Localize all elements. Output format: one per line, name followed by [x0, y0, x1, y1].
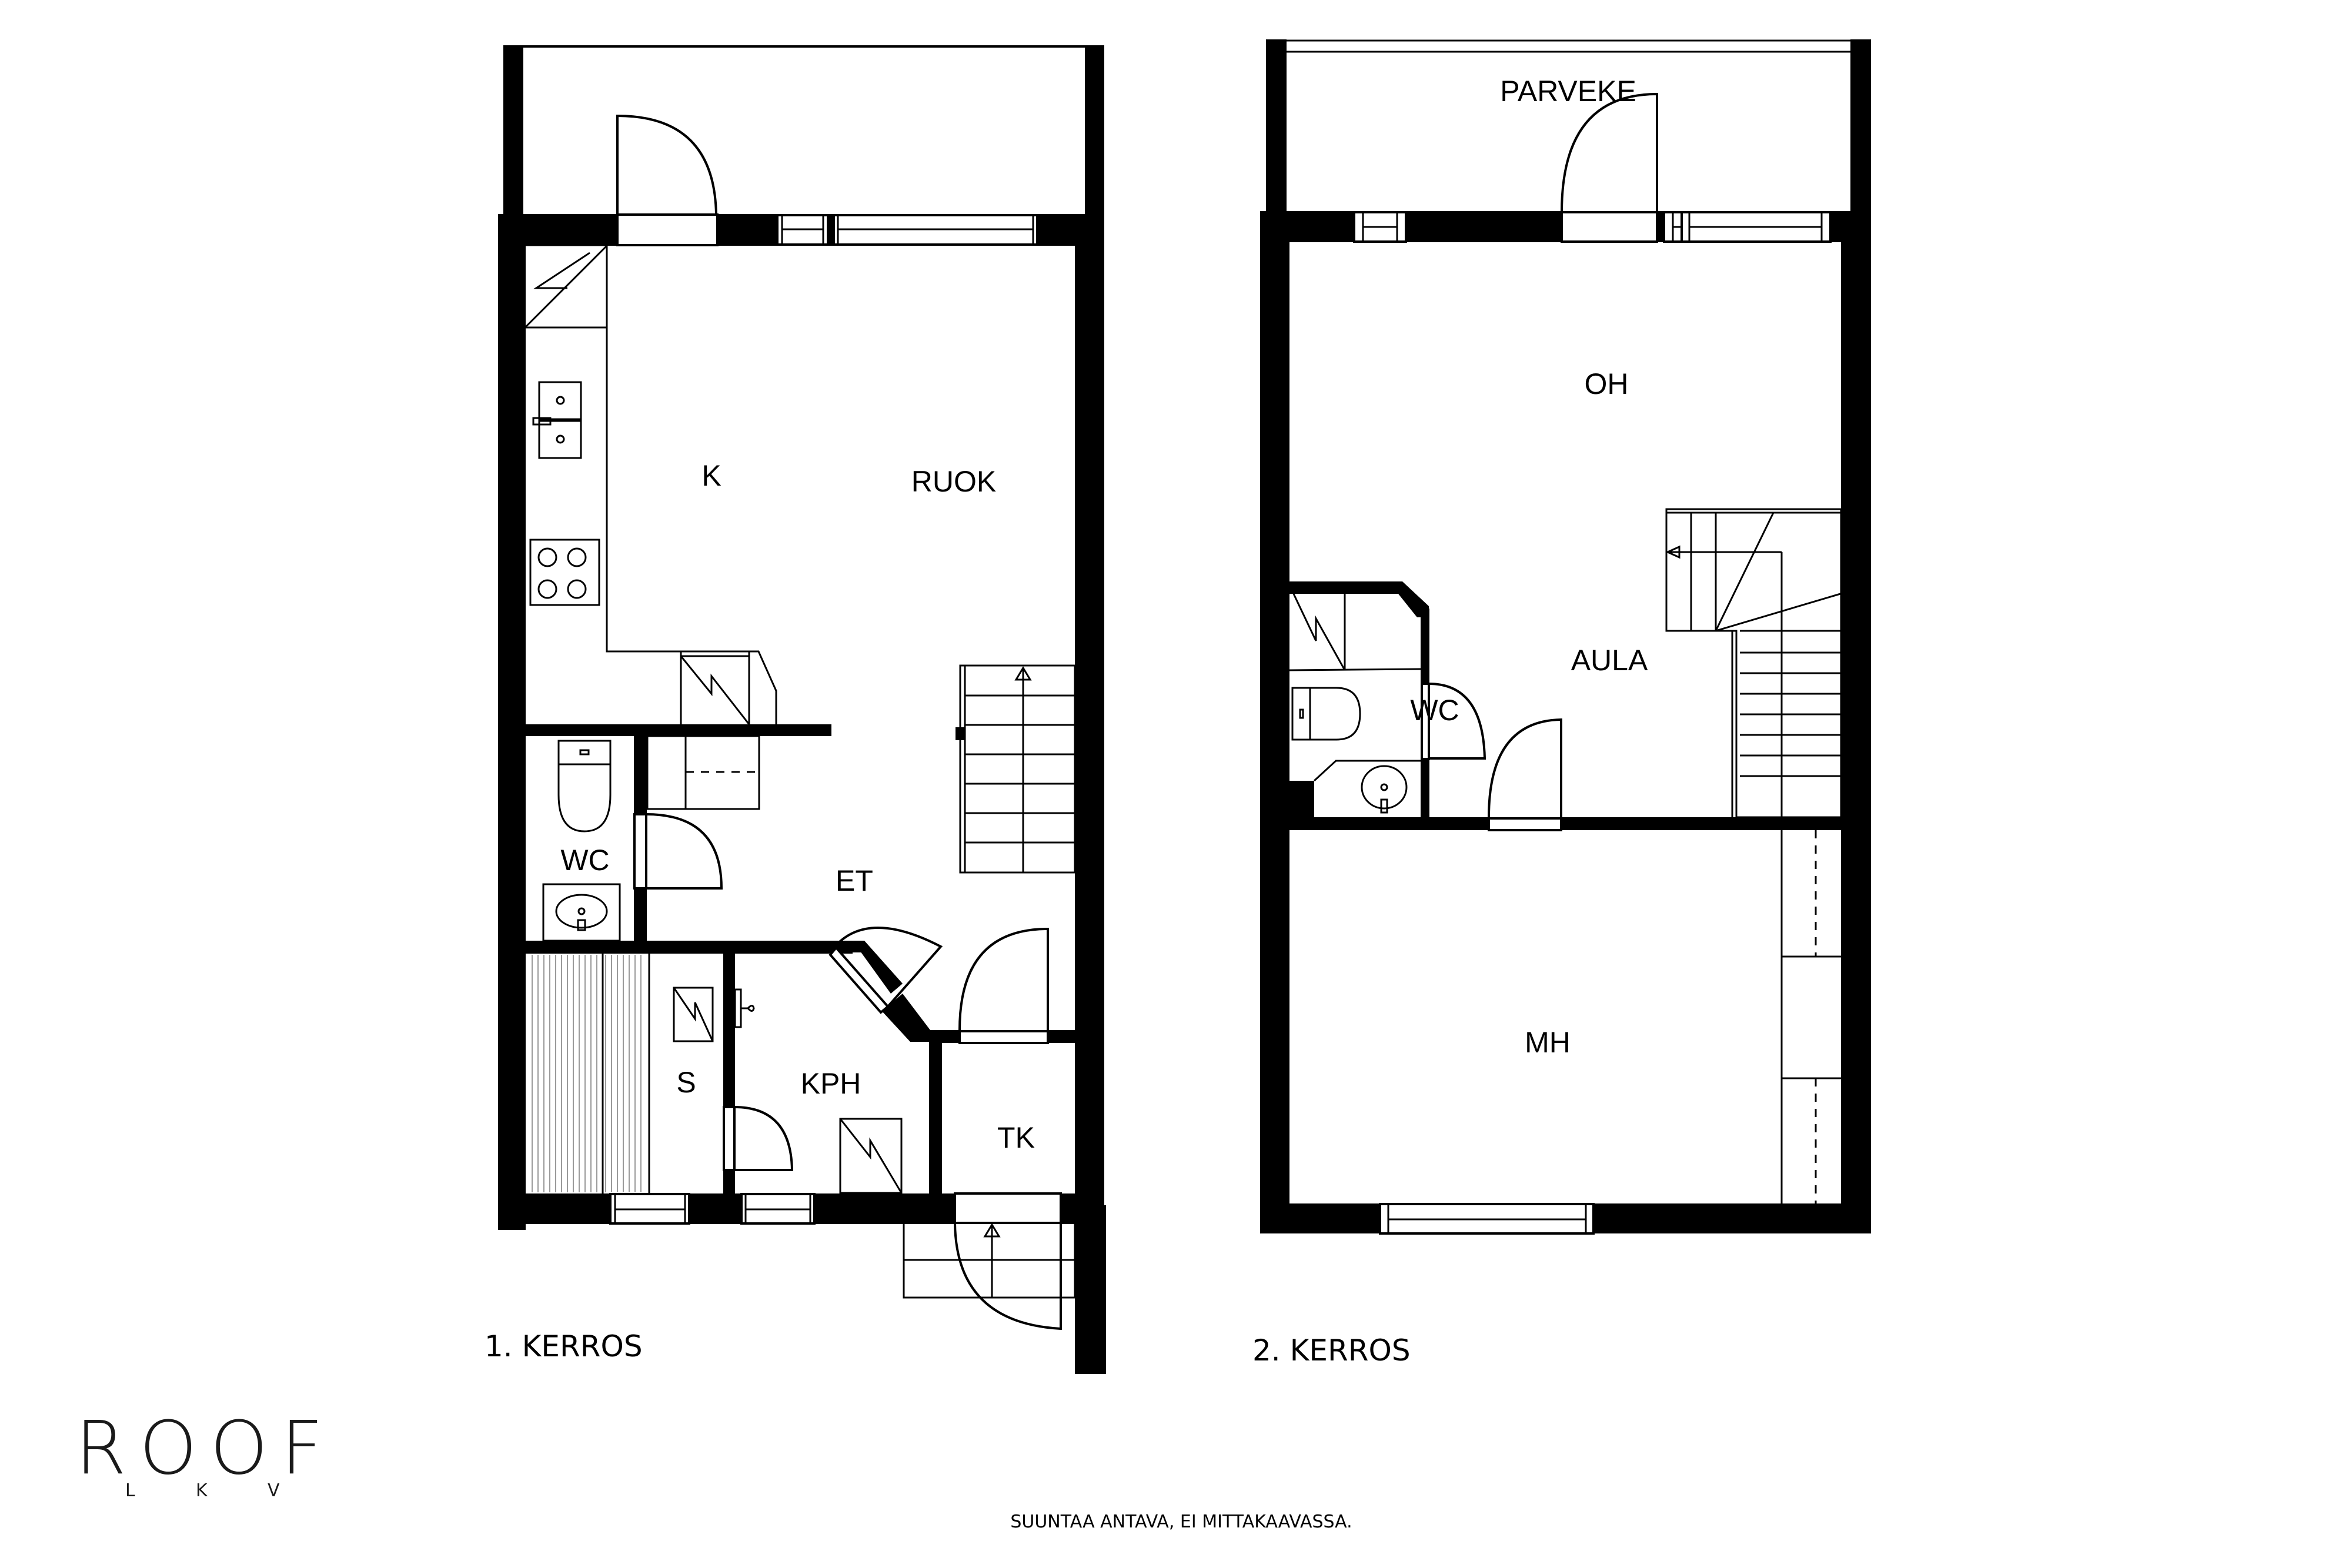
floor-2-window-top-1 [1353, 211, 1407, 243]
room-label-bathroom: KPH [801, 1067, 861, 1100]
floor-2-wc-cabinet-icon [1289, 593, 1421, 671]
sauna-benches [526, 954, 650, 1193]
sauna-stove-icon [673, 987, 714, 1042]
room-label-wc-1: WC [560, 844, 609, 877]
logo-wordmark: ROOF [75, 1406, 336, 1491]
floor-2-wc-door[interactable] [1421, 683, 1486, 760]
roof-lkv-logo: ROOF L K V [75, 1406, 336, 1501]
floor-2-window-top-3 [1681, 211, 1832, 243]
step-up-arrow-icon [983, 1223, 1001, 1238]
floor-2-wc-sink-icon [1313, 760, 1421, 814]
entrance-wardrobe [646, 735, 760, 810]
fridge-icon [680, 650, 777, 728]
entrance-steps [903, 1222, 1076, 1299]
floor-1-window-kph [740, 1193, 816, 1225]
floor-2-plan: PARVEKE OH AULA WC MH 2. KERROS [1252, 39, 1871, 1368]
floor-1-outer-walls [498, 214, 1106, 1374]
room-label-wc-2: WC [1410, 694, 1459, 727]
room-label-balcony: PARVEKE [1500, 75, 1636, 108]
floor-1-kph-door[interactable] [723, 1106, 794, 1171]
floor-1-wc-sink-icon [542, 883, 621, 942]
room-label-living: OH [1585, 367, 1629, 400]
room-label-utility: TK [997, 1121, 1035, 1154]
floor-1-plan: K RUOK WC ET S KPH TK 1. KERROS [485, 45, 1106, 1374]
floor-2-outer-walls [1260, 211, 1871, 1233]
floor-2-bedroom-door[interactable] [1488, 718, 1562, 831]
floor-1-window-sauna [609, 1193, 690, 1225]
floor-1-terrace [503, 45, 1104, 216]
logo-sub-v: V [268, 1480, 280, 1501]
floor-2-internal-walls [1260, 581, 1871, 830]
floor-1-wc-door[interactable] [633, 813, 723, 890]
floor-1-terrace-door[interactable] [616, 114, 719, 246]
floor-1-label: 1. KERROS [485, 1329, 643, 1363]
floor-1-kph-diagonal-door[interactable] [828, 927, 943, 1014]
bedroom-wardrobe [1780, 830, 1841, 1203]
floor-1-toilet-icon [557, 740, 612, 833]
logo-sub-k: K [196, 1480, 208, 1501]
floor-1-window-top-1 [776, 214, 829, 246]
stair-down-arrow-icon [1665, 545, 1681, 559]
floor-2-window-bedroom [1379, 1203, 1595, 1235]
front-door[interactable] [954, 1192, 1062, 1330]
stove-icon [529, 539, 600, 606]
logo-sub-l: L [125, 1480, 135, 1501]
floor-1-window-top-2 [833, 214, 1038, 246]
room-label-entrance: ET [836, 864, 873, 897]
kitchen-sink-icon [532, 381, 582, 459]
room-label-kitchen: K [701, 459, 721, 492]
stair-up-arrow-icon [1014, 666, 1032, 681]
room-label-sauna: S [676, 1066, 696, 1099]
kitchen-counter [524, 244, 723, 653]
floor-2-toilet-icon [1291, 687, 1361, 741]
floor-1-staircase[interactable] [959, 664, 1076, 874]
room-label-dining: RUOK [911, 465, 996, 498]
washing-machine-icon [839, 1118, 903, 1194]
room-label-hall: AULA [1571, 644, 1648, 677]
floor-2-balcony-door[interactable] [1561, 92, 1658, 243]
floor-1-tk-door[interactable] [958, 927, 1049, 1044]
room-label-bedroom: MH [1525, 1026, 1571, 1059]
floor-2-staircase[interactable] [1665, 508, 1842, 818]
disclaimer-note: SUUNTAA ANTAVA, EI MITTAKAAVASSA. [1010, 1512, 1352, 1532]
floor-2-balcony [1266, 39, 1871, 214]
floor-2-label: 2. KERROS [1252, 1333, 1411, 1368]
shower-mixer-icon [734, 988, 755, 1028]
